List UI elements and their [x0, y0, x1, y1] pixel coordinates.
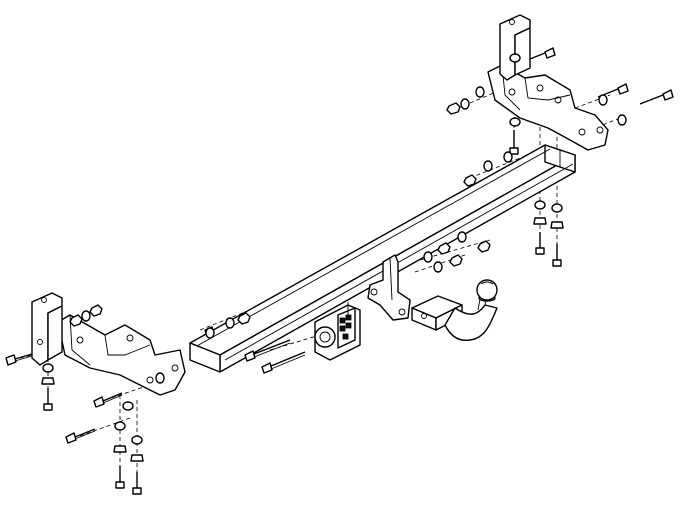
washer [460, 98, 470, 110]
washer [509, 53, 521, 63]
washer [122, 401, 134, 411]
washer [503, 151, 513, 163]
center-hitch-bracket [367, 254, 411, 321]
bolt [509, 130, 519, 155]
nut [463, 174, 477, 187]
nut [550, 221, 564, 229]
washer [509, 117, 521, 127]
nut [41, 377, 55, 385]
bolt [244, 339, 291, 362]
washer [155, 372, 165, 384]
nut [113, 445, 127, 453]
nut [449, 254, 463, 267]
washer [433, 261, 443, 273]
nut [69, 314, 83, 327]
nut [477, 240, 491, 253]
nut [533, 217, 547, 225]
washer [617, 114, 627, 126]
right-top-bracket [499, 14, 531, 81]
bolt [639, 89, 674, 105]
nut [89, 304, 103, 317]
nut [237, 312, 251, 325]
bolt [535, 232, 545, 255]
bolt [261, 351, 306, 374]
washer [475, 86, 485, 98]
bolt [93, 392, 123, 408]
nut [130, 454, 144, 462]
bolt [529, 47, 556, 60]
bolts [5, 47, 674, 495]
right-mounting-bracket [487, 64, 609, 151]
washer [551, 203, 563, 213]
left-mounting-bracket [57, 314, 186, 396]
washer [131, 435, 143, 445]
washer [534, 200, 546, 210]
washer [225, 317, 235, 329]
left-top-bracket [31, 292, 63, 366]
bolt [43, 388, 53, 411]
washer [81, 310, 91, 322]
tow-ball-neck [411, 279, 498, 342]
washer [483, 160, 493, 172]
washer [598, 94, 608, 106]
washer [114, 421, 126, 431]
washer [42, 363, 54, 373]
main-crossbar [189, 144, 576, 373]
bolt [65, 428, 96, 444]
washer [423, 251, 433, 263]
bolt [5, 353, 33, 366]
bolt [115, 466, 125, 489]
electrical-socket-plate [314, 302, 361, 361]
nut [437, 242, 451, 255]
nuts-and-washers [41, 53, 627, 462]
bolt [552, 244, 562, 267]
bolt [132, 472, 142, 495]
washer [457, 231, 467, 243]
washer [205, 327, 215, 339]
nut [446, 102, 461, 115]
